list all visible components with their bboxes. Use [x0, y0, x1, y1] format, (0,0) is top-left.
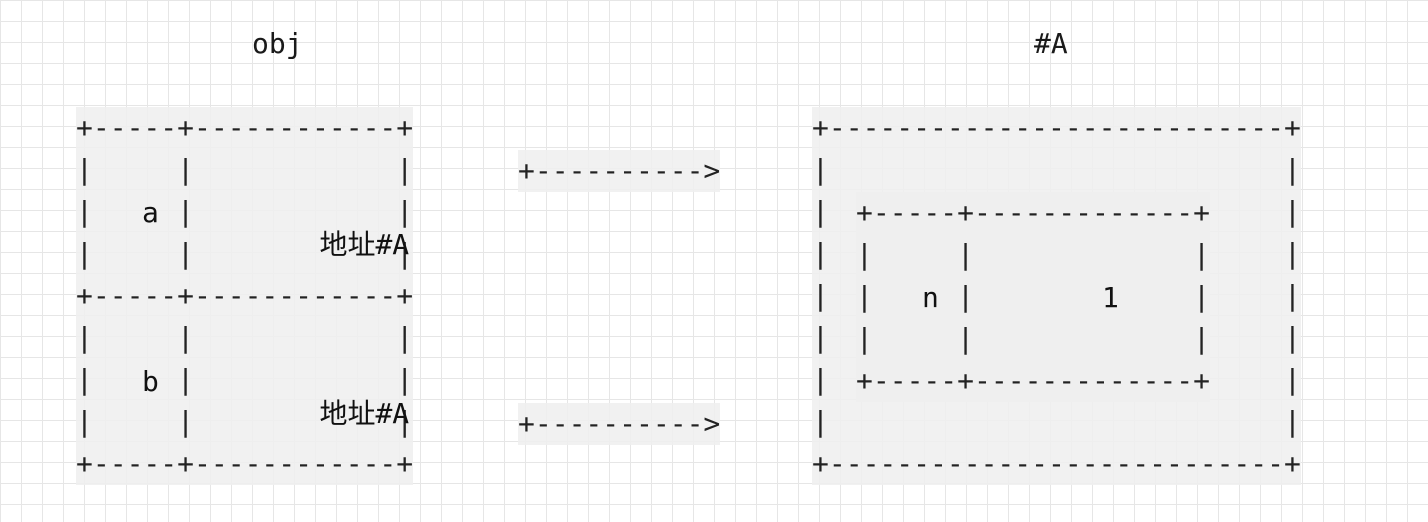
- target-row-n-key: n: [922, 281, 939, 314]
- obj-row-a-value-prefix: 地址: [319, 228, 376, 261]
- target-row-n-value: 1: [1102, 281, 1119, 314]
- obj-table-frame: +-----+------------+ | | | | | | | | | +…: [76, 107, 414, 485]
- obj-row-a-key: a: [142, 196, 159, 229]
- obj-row-b-key: b: [142, 365, 159, 398]
- obj-row-b-value-prefix: 地址: [319, 397, 376, 430]
- target-label: #A: [1034, 27, 1068, 60]
- obj-row-b-value-ref: #A: [375, 397, 410, 430]
- arrow-a-to-target: +---------->: [518, 150, 721, 192]
- obj-label: obj: [252, 27, 303, 60]
- target-inner-table-frame: +-----+-------------+ | | | | | | | | | …: [856, 192, 1211, 402]
- obj-row-b-value: 地址#A: [252, 366, 409, 462]
- obj-row-a-value: 地址#A: [252, 197, 409, 293]
- obj-row-a-value-ref: #A: [375, 228, 410, 261]
- arrow-b-to-target: +---------->: [518, 403, 721, 445]
